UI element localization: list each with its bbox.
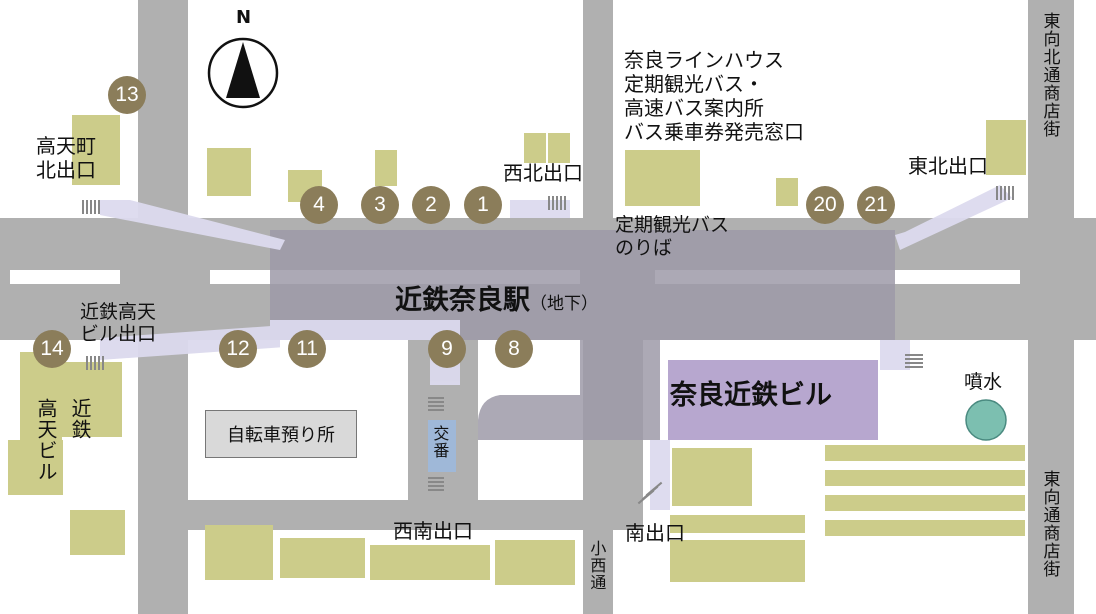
station-title: 近鉄奈良駅（地下） (395, 285, 598, 316)
exit-11-badge[interactable]: 11 (288, 330, 326, 368)
station-name: 近鉄奈良駅 (395, 285, 530, 316)
fountain-label: 噴水 (964, 371, 1003, 393)
exit-20-badge[interactable]: 20 (806, 186, 844, 224)
exit-14-badge[interactable]: 14 (33, 330, 71, 368)
concourse-south-extension (478, 340, 660, 440)
street-higashimuki-label: 東向通商店街 (1039, 470, 1060, 578)
exit-8-badge[interactable]: 8 (495, 330, 533, 368)
exit-13-badge[interactable]: 13 (108, 76, 146, 114)
koban-shape (428, 420, 456, 472)
bus-stop-label: 定期観光バス のりば (615, 214, 730, 259)
koban-label: 交番 (430, 425, 450, 459)
station-suffix: （地下） (530, 294, 598, 314)
exit-2-badge[interactable]: 2 (412, 186, 450, 224)
exit-northwest-label: 西北出口 (503, 161, 583, 185)
exit-southwest-label: 西南出口 (393, 519, 473, 543)
buildings (8, 115, 1026, 585)
exit-21-badge[interactable]: 21 (857, 186, 895, 224)
stairs (82, 186, 1014, 505)
info-center-label: 奈良ラインハウス 定期観光バス・ 高速バス案内所 バス乗車券発売窓口 (624, 48, 804, 144)
exit-1-badge[interactable]: 1 (464, 186, 502, 224)
compass-north-label: N (236, 7, 252, 28)
street-higashimuki-north-label: 東向北通商店街 (1039, 12, 1060, 138)
fountain-shape (965, 399, 1007, 441)
kintetsu-takama-building-label-2: 高天ビル (34, 398, 58, 482)
exit-takabatake-north-label: 高天町 北出口 (36, 134, 96, 182)
exit-3-badge[interactable]: 3 (361, 186, 399, 224)
exit-northeast-label: 東北出口 (908, 154, 988, 178)
compass-icon (207, 37, 279, 109)
street-konishi-label: 小西通 (587, 540, 607, 591)
exit-south-label: 南出口 (625, 521, 685, 545)
nara-kintetsu-building-shape (668, 360, 878, 440)
bicycle-parking-label: 自転車預り所 (227, 425, 335, 446)
bicycle-parking-box: 自転車預り所 (205, 410, 357, 458)
exit-4-badge[interactable]: 4 (300, 186, 338, 224)
exit-12-badge[interactable]: 12 (219, 330, 257, 368)
nara-kintetsu-building-label: 奈良近鉄ビル (670, 380, 832, 411)
exit-9-badge[interactable]: 9 (428, 330, 466, 368)
kintetsu-takama-building-label-1: 近鉄 (68, 398, 92, 440)
exit-kintetsu-takama-label: 近鉄高天 ビル出口 (80, 301, 157, 345)
